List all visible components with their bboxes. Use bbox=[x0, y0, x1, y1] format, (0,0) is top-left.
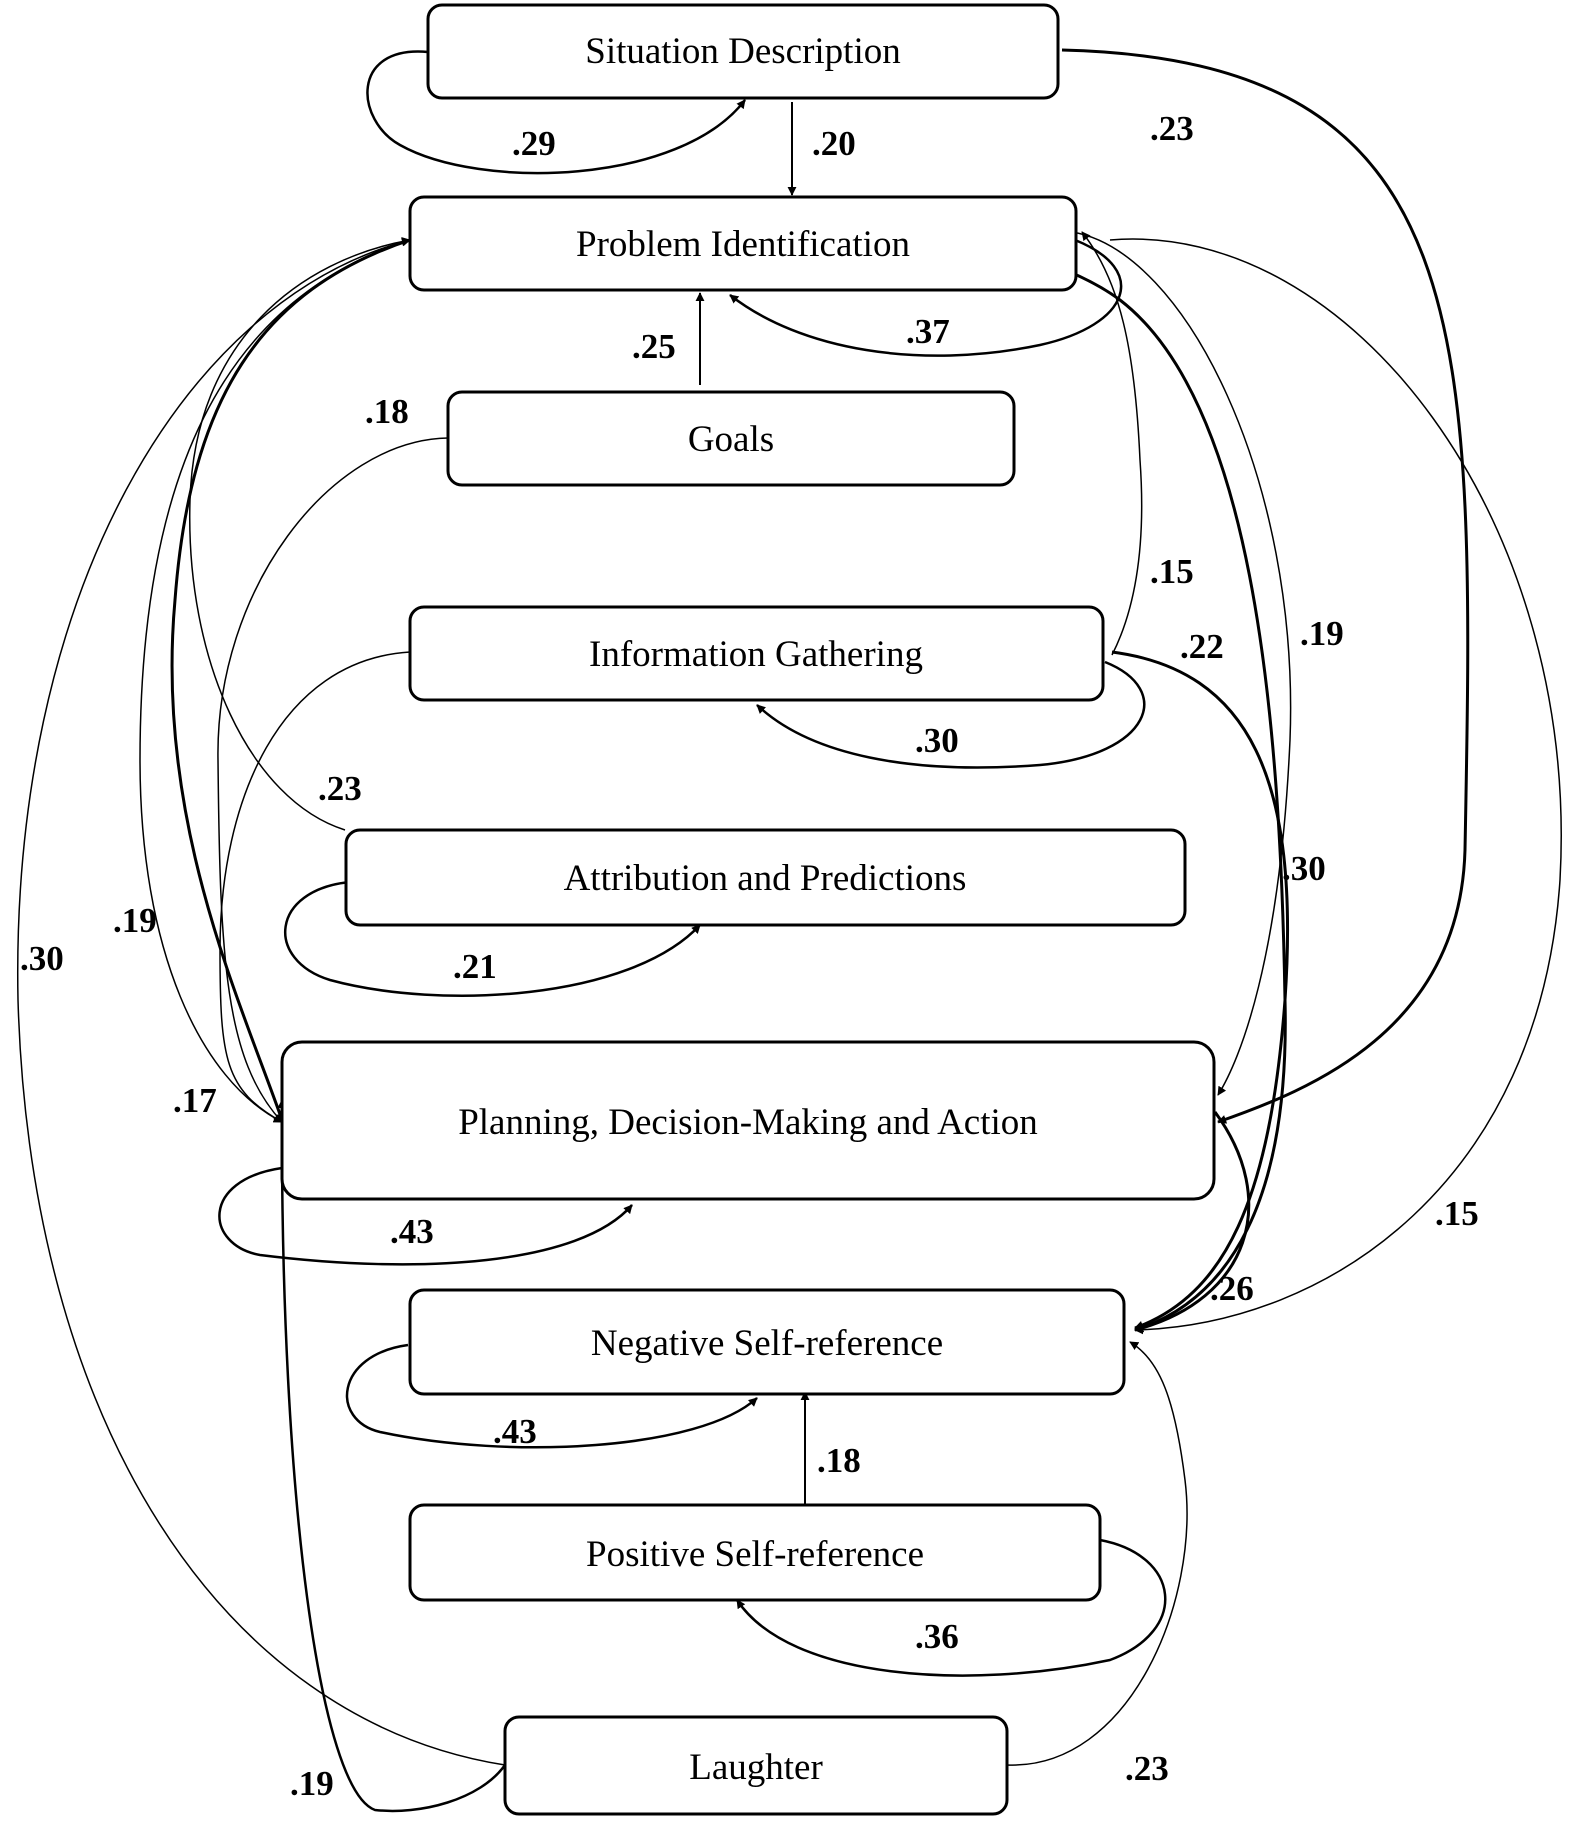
edge-positive-self bbox=[735, 1538, 1167, 1677]
node-label: Planning, Decision-Making and Action bbox=[458, 1102, 1038, 1143]
node-goals: Goals bbox=[446, 390, 1016, 487]
edge-info-to-negative bbox=[1111, 650, 1289, 1330]
edge-info-to-problem bbox=[1081, 231, 1143, 656]
label-info-self: .30 bbox=[915, 721, 959, 760]
node-label: Goals bbox=[688, 419, 774, 460]
edge-info-to-planning bbox=[219, 651, 411, 1123]
label-info-to-planning: .17 bbox=[173, 1081, 217, 1120]
edge-situation-to-planning bbox=[1061, 48, 1470, 1124]
node-label: Negative Self-reference bbox=[591, 1323, 943, 1364]
edge-attribution-self bbox=[283, 880, 701, 997]
label-planning-to-negative: .26 bbox=[1210, 1269, 1254, 1308]
label-situation-to-problem: .20 bbox=[812, 124, 856, 163]
edge-laughter-to-negative bbox=[1006, 1341, 1188, 1766]
edge-info-self bbox=[756, 660, 1146, 769]
label-info-to-problem: .15 bbox=[1150, 552, 1194, 591]
node-label: Positive Self-reference bbox=[586, 1534, 924, 1575]
node-positive-self-reference: Positive Self-reference bbox=[408, 1503, 1102, 1602]
label-positive-self: .36 bbox=[915, 1617, 959, 1656]
node-negative-self-reference: Negative Self-reference bbox=[408, 1288, 1126, 1396]
node-planning-decision-action: Planning, Decision-Making and Action bbox=[280, 1040, 1216, 1201]
edge-laughter-to-planning bbox=[277, 1099, 507, 1813]
node-label: Attribution and Predictions bbox=[564, 858, 967, 899]
node-label: Information Gathering bbox=[589, 634, 923, 675]
label-laughter-to-planning: .19 bbox=[290, 1764, 334, 1803]
edge-negative-self bbox=[345, 1343, 758, 1449]
edge-labels: .29 .20 .23 .37 .25 .18 .15 .22 .19 .30 … bbox=[20, 109, 1479, 1803]
node-information-gathering: Information Gathering bbox=[408, 605, 1105, 702]
label-attribution-to-problem: .23 bbox=[318, 769, 362, 808]
label-situation-to-planning: .23 bbox=[1150, 109, 1194, 148]
label-laughter-to-problem: .30 bbox=[20, 939, 64, 978]
edge-problem-to-planning-left bbox=[139, 239, 411, 1123]
label-negative-self: .43 bbox=[493, 1412, 537, 1451]
edge-problem-to-negative bbox=[1109, 238, 1562, 1335]
edge-planning-self bbox=[218, 1166, 633, 1266]
label-goals-to-planning: .18 bbox=[365, 392, 409, 431]
edge-problem-to-planning-right bbox=[1071, 231, 1292, 1096]
label-problem-to-planning-left: .19 bbox=[113, 901, 157, 940]
edge-laughter-to-problem bbox=[17, 237, 506, 1766]
edge-attribution-to-problem bbox=[189, 237, 411, 831]
label-problem-to-planning-right: .19 bbox=[1300, 614, 1344, 653]
label-planning-self: .43 bbox=[390, 1212, 434, 1251]
label-situation-self: .29 bbox=[512, 124, 556, 163]
label-problem-to-negative: .15 bbox=[1435, 1194, 1479, 1233]
node-situation-description: Situation Description bbox=[426, 3, 1060, 100]
label-info-to-negative: .22 bbox=[1180, 627, 1224, 666]
label-problem-self: .37 bbox=[906, 312, 950, 351]
node-laughter: Laughter bbox=[503, 1715, 1009, 1816]
label-negative-from-left-planning: .30 bbox=[1282, 849, 1326, 888]
node-attribution-predictions: Attribution and Predictions bbox=[344, 828, 1187, 927]
edge-situation-self bbox=[366, 50, 746, 175]
node-label: Problem Identification bbox=[576, 224, 910, 265]
edge-goals-to-planning bbox=[217, 437, 449, 1123]
node-problem-identification: Problem Identification bbox=[408, 195, 1078, 292]
label-attribution-self: .21 bbox=[453, 947, 497, 986]
node-label: Laughter bbox=[689, 1747, 823, 1788]
node-label: Situation Description bbox=[585, 31, 901, 72]
label-positive-to-negative: .18 bbox=[817, 1441, 861, 1480]
nodes: Situation Description Problem Identifica… bbox=[280, 3, 1216, 1816]
edge-planning-to-negative bbox=[1134, 1111, 1251, 1333]
edge-problem-self bbox=[729, 238, 1123, 357]
label-laughter-to-negative: .23 bbox=[1125, 1749, 1169, 1788]
label-goals-to-problem: .25 bbox=[632, 327, 676, 366]
